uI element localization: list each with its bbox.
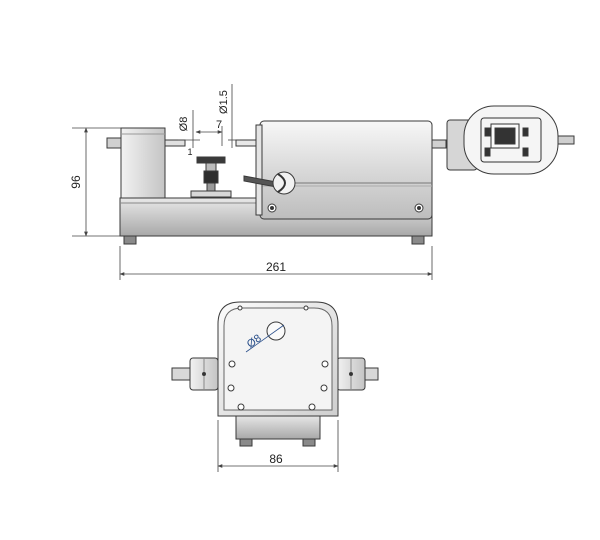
thumb-wheel bbox=[196, 156, 226, 164]
screw-icon bbox=[321, 360, 329, 368]
digital-indicator bbox=[446, 105, 575, 175]
side-view-dimensions bbox=[72, 84, 433, 280]
anvil-block bbox=[120, 127, 166, 199]
dim-front-width: 86 bbox=[269, 452, 283, 466]
dim-length: 261 bbox=[266, 260, 286, 274]
dim-anvil-offset: 7 bbox=[216, 119, 222, 131]
side-view bbox=[106, 105, 575, 245]
front-base bbox=[235, 414, 321, 440]
dim-anvil-diameter: Ø8 bbox=[178, 117, 190, 132]
knob-base bbox=[190, 190, 232, 198]
front-view-dimensions bbox=[217, 324, 339, 472]
front-view bbox=[171, 301, 379, 447]
indicator-button bbox=[522, 127, 529, 137]
main-body bbox=[259, 120, 433, 220]
anvil-rod-left bbox=[106, 137, 122, 149]
right-shaft bbox=[431, 139, 447, 149]
bore-leader bbox=[245, 324, 285, 353]
indicator-button bbox=[484, 147, 491, 157]
dim-height: 96 bbox=[69, 175, 83, 189]
spindle bbox=[235, 139, 257, 147]
screw-icon bbox=[227, 384, 235, 392]
dim-spindle-diameter: Ø1.5 bbox=[218, 90, 230, 114]
anvil-pin bbox=[164, 139, 186, 147]
front-foot-right bbox=[302, 438, 316, 447]
screw-icon bbox=[237, 403, 245, 411]
screw-icon bbox=[228, 360, 236, 368]
front-foot-left bbox=[239, 438, 253, 447]
indicator-button bbox=[522, 147, 529, 157]
dim-small-mark: 1 bbox=[187, 147, 192, 157]
foot-right bbox=[411, 235, 425, 245]
front-rod-left bbox=[171, 367, 193, 381]
screw-icon bbox=[308, 403, 316, 411]
indicator-button bbox=[484, 127, 491, 137]
foot-left bbox=[123, 235, 137, 245]
screw-icon bbox=[320, 384, 328, 392]
